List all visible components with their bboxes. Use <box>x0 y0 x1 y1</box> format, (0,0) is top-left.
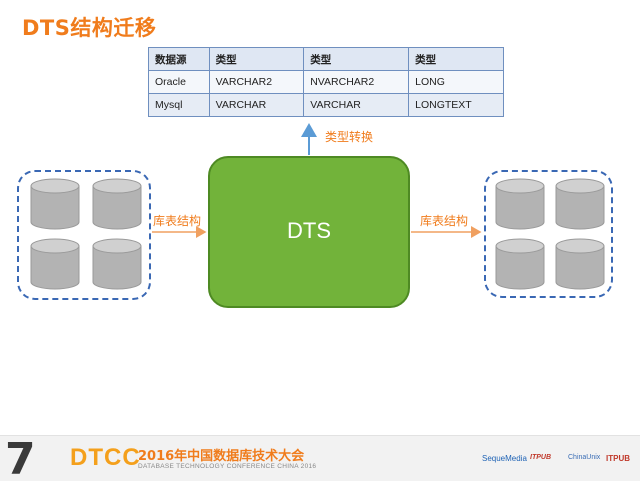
dts-label: DTS <box>287 218 331 243</box>
table-cell: VARCHAR2 <box>208 70 305 94</box>
table-cell: VARCHAR <box>303 93 410 117</box>
database-icon <box>92 238 142 290</box>
conversion-label: 类型转换 <box>325 130 374 144</box>
table-cell: Oracle <box>148 70 210 94</box>
sponsor-logo: ITPUB <box>530 454 551 461</box>
table-row: Mysql VARCHAR VARCHAR LONGTEXT <box>148 93 504 117</box>
right-flow-label: 库表结构 <box>420 214 469 228</box>
left-flow-label: 库表结构 <box>153 214 202 228</box>
table-header-row: 数据源 类型 类型 类型 <box>148 47 504 71</box>
table-cell: LONGTEXT <box>408 93 504 117</box>
database-icon <box>92 178 142 230</box>
database-icon <box>555 238 605 290</box>
column-header-type: 类型 <box>208 47 305 71</box>
table-cell: Mysql <box>148 93 210 117</box>
target-database-cluster <box>484 170 613 298</box>
table-cell: LONG <box>408 70 504 94</box>
sponsor-logo: ChinaUnix <box>568 454 601 461</box>
table-row: Oracle VARCHAR2 NVARCHAR2 LONG <box>148 70 504 94</box>
database-icon <box>30 178 80 230</box>
footer-event-title: 2016年中国数据库技术大会 <box>138 449 305 464</box>
page-title: DTS结构迁移 <box>22 16 157 40</box>
database-icon <box>495 178 545 230</box>
source-database-cluster <box>17 170 151 300</box>
database-icon <box>555 178 605 230</box>
footer-banner: 7 DTCC 2016年中国数据库技术大会 DATABASE TECHNOLOG… <box>0 434 640 485</box>
footer-number-mark: 7 <box>5 434 36 485</box>
database-icon <box>495 238 545 290</box>
footer-brand-logo: DTCC <box>70 444 141 471</box>
footer-event-subtitle: DATABASE TECHNOLOGY CONFERENCE CHINA 201… <box>138 463 317 470</box>
dts-node: DTS <box>208 156 410 308</box>
database-icon <box>30 238 80 290</box>
sponsor-logo: SequeMedia <box>482 454 527 463</box>
sponsor-logo: ITPUB <box>606 454 630 463</box>
column-header-type: 类型 <box>408 47 504 71</box>
column-header-type: 类型 <box>303 47 410 71</box>
table-cell: NVARCHAR2 <box>303 70 410 94</box>
type-mapping-table: 数据源 类型 类型 类型 Oracle VARCHAR2 NVARCHAR2 L… <box>148 47 504 117</box>
table-cell: VARCHAR <box>208 93 305 117</box>
